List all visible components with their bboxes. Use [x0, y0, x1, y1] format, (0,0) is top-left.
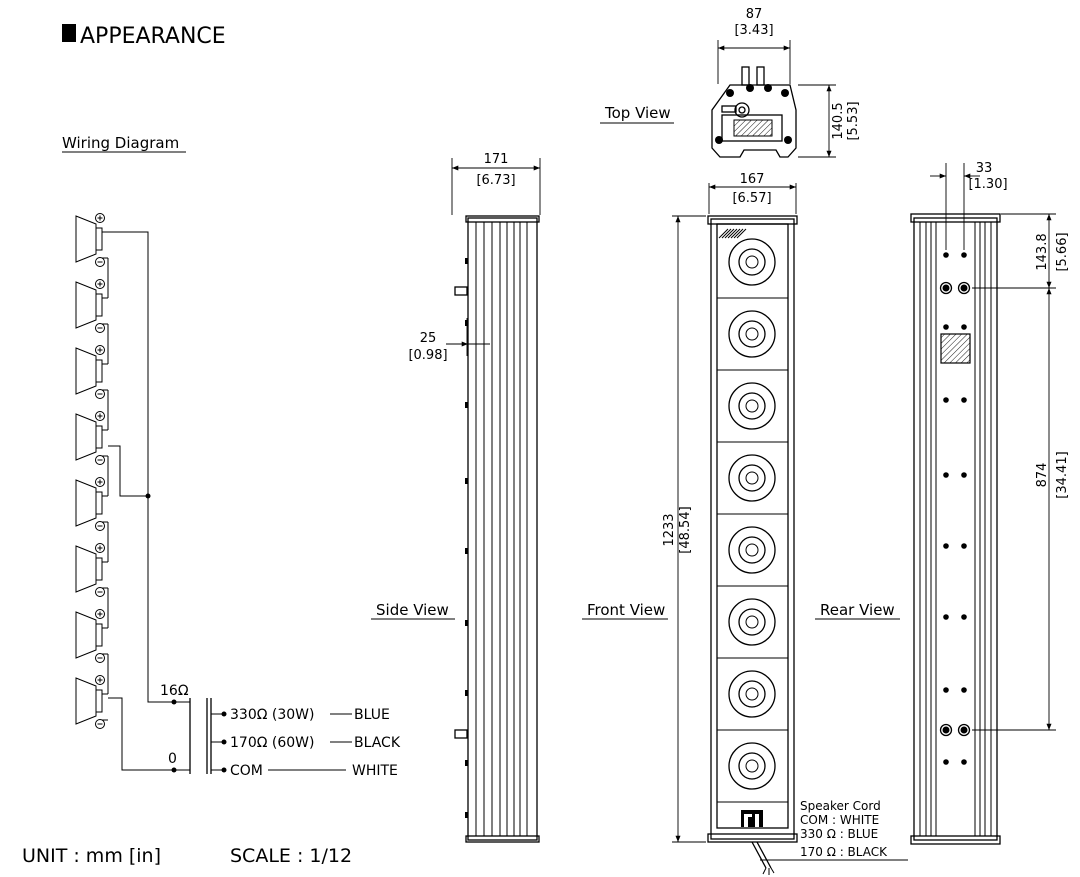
front-height-inch: [48.54]: [678, 506, 693, 553]
output-330-color: BLUE: [354, 707, 390, 723]
side-top-bracket: [454, 286, 468, 296]
driver-icon: [717, 238, 788, 299]
rear-top-offset-value: 143.8: [1035, 233, 1050, 270]
speaker-cord-170: 170 Ω : BLACK: [800, 845, 888, 859]
tap-16-ohm: 16Ω: [160, 683, 189, 699]
speaker-icon: [75, 543, 109, 628]
page-heading: APPEARANCE: [62, 24, 226, 49]
output-170-impedance: 170Ω (60W): [230, 735, 314, 751]
front-view-body: [710, 218, 795, 840]
wiring-diagram: Wiring Diagram 16Ω 0 330Ω (30W) BLUE 170…: [62, 134, 401, 779]
driver-icon: [717, 598, 788, 659]
side-depth-value: 171: [484, 152, 509, 167]
driver-icon: [717, 454, 788, 515]
output-330-impedance: 330Ω (30W): [230, 707, 314, 723]
rear-hole-offset-value: 33: [976, 161, 993, 176]
speaker-icon: [75, 411, 109, 496]
output-170-color: BLACK: [354, 735, 401, 751]
side-bracket-value: 25: [420, 331, 437, 346]
front-height-value: 1233: [662, 513, 677, 546]
driver-icon: [717, 742, 788, 803]
output-com-color: WHITE: [352, 763, 398, 779]
speaker-icon: [75, 675, 108, 729]
front-width-value: 167: [740, 172, 765, 187]
output-com-label: COM: [230, 763, 263, 779]
rear-view: 33 [1.30] 143.8 [5.66] 874 [34.41] Rear …: [815, 161, 1070, 845]
driver-icon: [717, 670, 788, 731]
speaker-icon: [75, 213, 109, 298]
side-view-body: [467, 217, 538, 841]
wiring-diagram-title: Wiring Diagram: [62, 134, 179, 152]
front-view-label: Front View: [587, 601, 665, 619]
tap-0: 0: [168, 751, 177, 767]
top-width-inch: [3.43]: [734, 23, 773, 38]
speaker-cord-330: 330 Ω : BLUE: [800, 827, 878, 841]
side-depth-inch: [6.73]: [476, 173, 515, 188]
side-view: 171 [6.73] 25 [0.98] Side View: [371, 152, 541, 843]
side-view-label: Side View: [376, 601, 449, 619]
driver-icon: [717, 526, 788, 587]
speaker-icon: [75, 477, 109, 562]
top-view: 87 [3.43] 140.5 [5.53] Top View: [600, 7, 861, 158]
speaker-icon: [75, 609, 109, 694]
top-depth-inch: [5.53]: [846, 101, 861, 140]
unit-note: UNIT : mm [in]: [22, 845, 161, 867]
speaker-stack: [75, 213, 109, 729]
side-bracket-inch: [0.98]: [408, 348, 447, 363]
rear-label-plate: [940, 333, 971, 364]
side-bottom-bracket: [454, 729, 468, 739]
rear-view-body: [913, 217, 998, 841]
driver-icon: [717, 382, 788, 443]
toa-logo-icon: [741, 810, 763, 827]
top-view-label: Top View: [604, 104, 671, 122]
speaker-icon: [75, 279, 109, 364]
page-title: APPEARANCE: [80, 24, 226, 49]
top-width-value: 87: [746, 7, 763, 22]
rear-top-offset-inch: [5.66]: [1055, 232, 1070, 271]
speaker-cord-com: COM : WHITE: [800, 813, 879, 827]
top-view-body: [711, 84, 797, 158]
speaker-icon: [75, 345, 109, 430]
rear-view-label: Rear View: [820, 601, 895, 619]
driver-icon: [717, 310, 788, 371]
rear-mount-pitch-inch: [34.41]: [1055, 451, 1070, 498]
front-view: 167 [6.57] 1233 [48.54] Front View: [582, 172, 798, 875]
heading-marker-icon: [62, 24, 76, 42]
front-width-inch: [6.57]: [732, 191, 771, 206]
scale-note: SCALE : 1/12: [230, 845, 352, 867]
transformer-icon: [189, 698, 227, 774]
speaker-cord-title: Speaker Cord: [800, 799, 881, 813]
top-depth-value: 140.5: [831, 102, 846, 139]
rear-hole-offset-inch: [1.30]: [968, 177, 1007, 192]
speaker-cord-legend: Speaker Cord COM : WHITE 330 Ω : BLUE 17…: [760, 799, 908, 861]
rear-mount-pitch-value: 874: [1035, 463, 1050, 488]
